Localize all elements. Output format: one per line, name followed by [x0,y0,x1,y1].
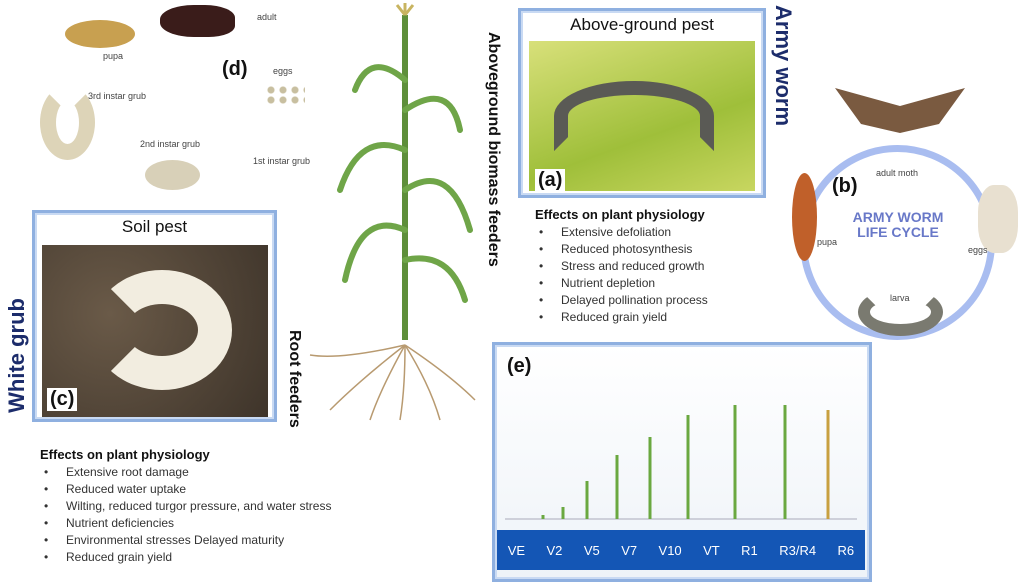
soil-pest-panel: Soil pest (c) [32,210,277,422]
pupa-image [792,173,817,261]
stage-label: adult [257,12,277,22]
eggs-image [978,185,1018,253]
second-instar-grub-image [145,160,200,190]
stage-label: eggs [968,245,988,255]
growth-stage-bar: VE V2 V5 V7 V10 VT R1 R3/R4 R6 [497,530,865,570]
white-grub-effects: Effects on plant physiology Extensive ro… [40,447,331,567]
effects-title: Effects on plant physiology [535,207,705,222]
effect-item: Stress and reduced growth [535,259,708,273]
effect-item: Reduced water uptake [40,482,331,496]
stage-label: V7 [621,542,638,558]
effects-title: Effects on plant physiology [40,447,210,462]
above-ground-pest-panel: Above-ground pest (a) [518,8,766,198]
panel-tag-c: (c) [47,388,78,411]
corn-plant-image [309,3,476,421]
panel-title: Soil pest [121,217,188,236]
effect-item: Extensive defoliation [535,225,708,239]
stage-label: V10 [658,542,682,558]
effect-item: Nutrient deficiencies [40,516,331,530]
lifecycle-title: ARMY WORM [852,209,944,225]
panel-title: Above-ground pest [570,15,714,34]
effect-item: Reduced grain yield [40,550,331,564]
panel-tag-e: (e) [507,355,532,377]
army-worm-effects: Effects on plant physiology Extensive de… [535,207,708,327]
panel-tag-a: (a) [535,169,566,192]
stage-label: 2nd instar grub [140,139,201,149]
army-worm-side-label: Army worm [771,5,796,127]
effect-item: Reduced grain yield [535,310,708,324]
stage-label: VT [703,542,720,558]
eggs-image [265,85,305,105]
stage-label: V5 [583,542,600,558]
third-instar-grub-image [40,85,95,160]
aboveground-feeders-label: Aboveground biomass feeders [485,32,502,267]
stage-label: R1 [741,542,758,558]
stage-label: VE [507,542,526,558]
moth-image [835,88,965,133]
stage-label: 3rd instar grub [88,91,147,101]
effect-item: Extensive root damage [40,465,331,479]
stage-label: pupa [817,237,838,247]
stage-label: eggs [273,66,293,76]
corn-growth-illustration [505,405,857,520]
stage-label: R3/R4 [779,542,817,558]
stage-label: adult moth [876,168,919,178]
pupa-image [65,20,135,48]
panel-tag-d: (d) [222,58,248,80]
effect-item: Nutrient depletion [535,276,708,290]
stage-label: 1st instar grub [253,156,311,166]
effect-item: Delayed pollination process [535,293,708,307]
stage-label: V2 [546,542,563,558]
root-feeders-label: Root feeders [286,330,303,428]
stage-label: R6 [837,542,855,558]
stage-label: larva [890,293,910,303]
effect-item: Reduced photosynthesis [535,242,708,256]
white-grub-side-label: White grub [4,298,29,413]
beetle-adult-image [160,5,235,37]
effect-item: Environmental stresses Delayed maturity [40,533,331,547]
stage-label: pupa [103,51,124,61]
white-grub-photo [42,245,268,417]
army-worm-photo [529,41,755,191]
panel-tag-b: (b) [832,175,858,197]
effect-item: Wilting, reduced turgor pressure, and wa… [40,499,331,513]
lifecycle-title: LIFE CYCLE [857,224,939,240]
